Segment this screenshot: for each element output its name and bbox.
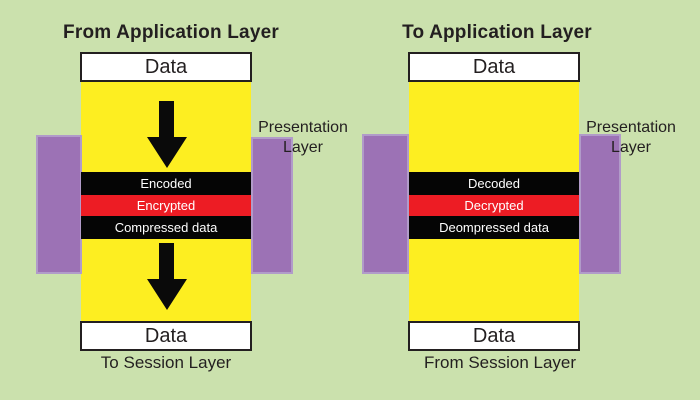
left-top-label: From Application Layer: [63, 22, 279, 43]
arrow-shaft: [159, 243, 174, 279]
arrow-shaft: [159, 101, 174, 137]
band-encrypted: Encrypted: [81, 195, 251, 216]
right-data-box-top: Data: [408, 52, 580, 82]
right-purple-block-right: [579, 134, 621, 274]
band-deompressed-data: Deompressed data: [409, 216, 579, 239]
right-top-label: To Application Layer: [402, 22, 592, 43]
left-presentation-layer-label: Presentation Layer: [238, 118, 368, 158]
left-data-bottom-label: Data: [144, 324, 188, 347]
left-data-top-label: Data: [144, 55, 188, 78]
band-encoded: Encoded: [81, 172, 251, 195]
right-bottom-label: From Session Layer: [423, 353, 577, 372]
right-presentation-layer-label: Presentation Layer: [566, 118, 696, 158]
presentation-label-line1: Presentation: [258, 119, 348, 136]
left-bands: Encoded Encrypted Compressed data: [81, 172, 251, 239]
presentation-label-line2: Layer: [610, 139, 652, 156]
band-decrypted: Decrypted: [409, 195, 579, 216]
left-data-box-bottom: Data: [80, 321, 252, 351]
presentation-label-line1: Presentation: [586, 119, 676, 136]
arrow-head: [147, 279, 187, 310]
right-purple-block-left: [362, 134, 409, 274]
down-arrow-icon: [147, 243, 187, 311]
right-bands: Decoded Decrypted Deompressed data: [409, 172, 579, 239]
left-data-box-top: Data: [80, 52, 252, 82]
left-purple-block-right: [251, 137, 293, 274]
right-data-top-label: Data: [472, 55, 516, 78]
right-data-bottom-label: Data: [472, 324, 516, 347]
presentation-label-line2: Layer: [282, 139, 324, 156]
band-decoded: Decoded: [409, 172, 579, 195]
left-purple-block-left: [36, 135, 82, 274]
right-data-box-bottom: Data: [408, 321, 580, 351]
arrow-head: [147, 137, 187, 168]
band-compressed-data: Compressed data: [81, 216, 251, 239]
left-bottom-label: To Session Layer: [100, 353, 232, 372]
down-arrow-icon: [147, 101, 187, 169]
